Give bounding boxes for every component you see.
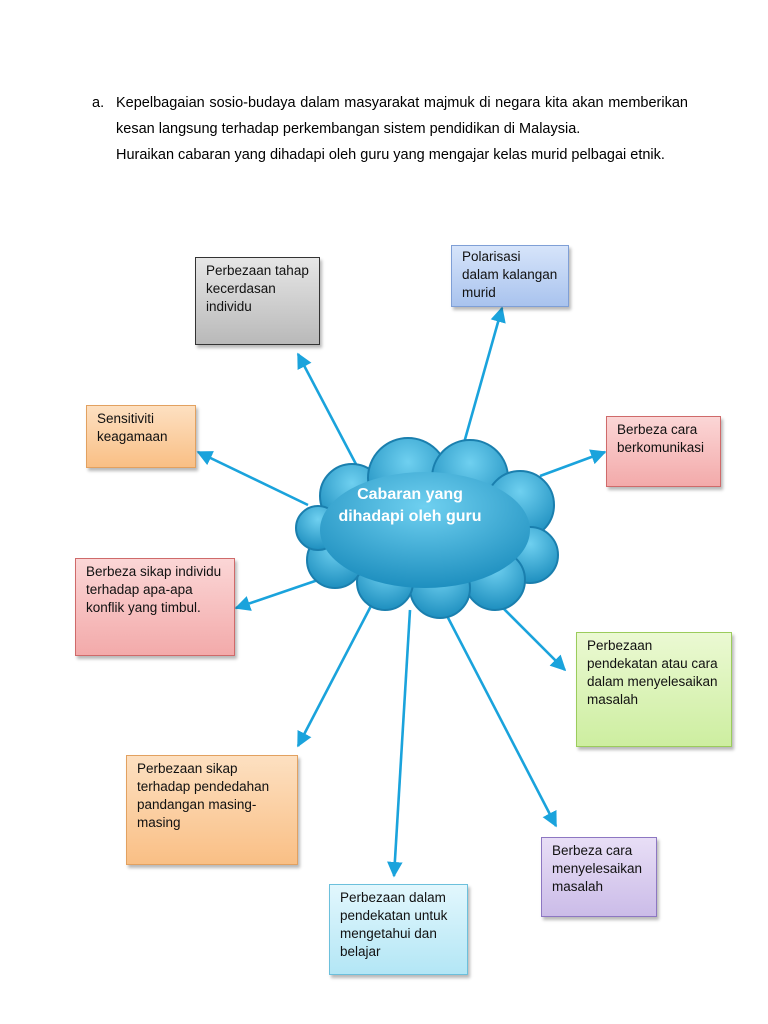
arrow-menyelesaikan bbox=[442, 609, 558, 828]
box-berkomunikasi: Berbeza cara berkomunikasi bbox=[606, 416, 721, 487]
question-body: Kepelbagaian sosio-budaya dalam masyarak… bbox=[116, 90, 688, 168]
box-keagamaan: Sensitiviti keagamaan bbox=[86, 405, 196, 468]
box-menyelesaikan: Berbeza cara menyelesaikan masalah bbox=[541, 837, 657, 917]
cloud-shape bbox=[295, 437, 559, 619]
arrow-keagamaan bbox=[196, 450, 309, 507]
box-konflik: Berbeza sikap individu terhadap apa-apa … bbox=[75, 558, 235, 656]
box-kecerdasan: Perbezaan tahap kecerdasan individu bbox=[195, 257, 320, 345]
arrow-kecerdasan bbox=[296, 352, 360, 469]
arrow-pendedahan bbox=[296, 603, 374, 748]
arrow-polarisasi bbox=[460, 306, 506, 451]
question-paragraph-2: Huraikan cabaran yang dihadapi oleh guru… bbox=[116, 147, 665, 163]
box-belajar: Perbezaan dalam pendekatan untuk mengeta… bbox=[329, 884, 468, 975]
question: a. Kepelbagaian sosio-budaya dalam masya… bbox=[92, 90, 688, 168]
arrow-belajar bbox=[387, 609, 412, 878]
box-polarisasi: Polarisasi dalam kalangan murid bbox=[451, 245, 569, 307]
arrow-berkomunikasi bbox=[539, 449, 607, 478]
question-marker: a. bbox=[92, 95, 105, 111]
arrows bbox=[196, 306, 607, 878]
question-paragraph-1: Kepelbagaian sosio-budaya dalam masyarak… bbox=[116, 95, 688, 137]
box-pendekatan-masalah: Perbezaan pendekatan atau cara dalam men… bbox=[576, 632, 732, 747]
center-label: Cabaran yang dihadapi oleh guru bbox=[338, 486, 482, 525]
box-pendedahan: Perbezaan sikap terhadap pendedahan pand… bbox=[126, 755, 298, 865]
arrow-konflik bbox=[234, 578, 319, 611]
